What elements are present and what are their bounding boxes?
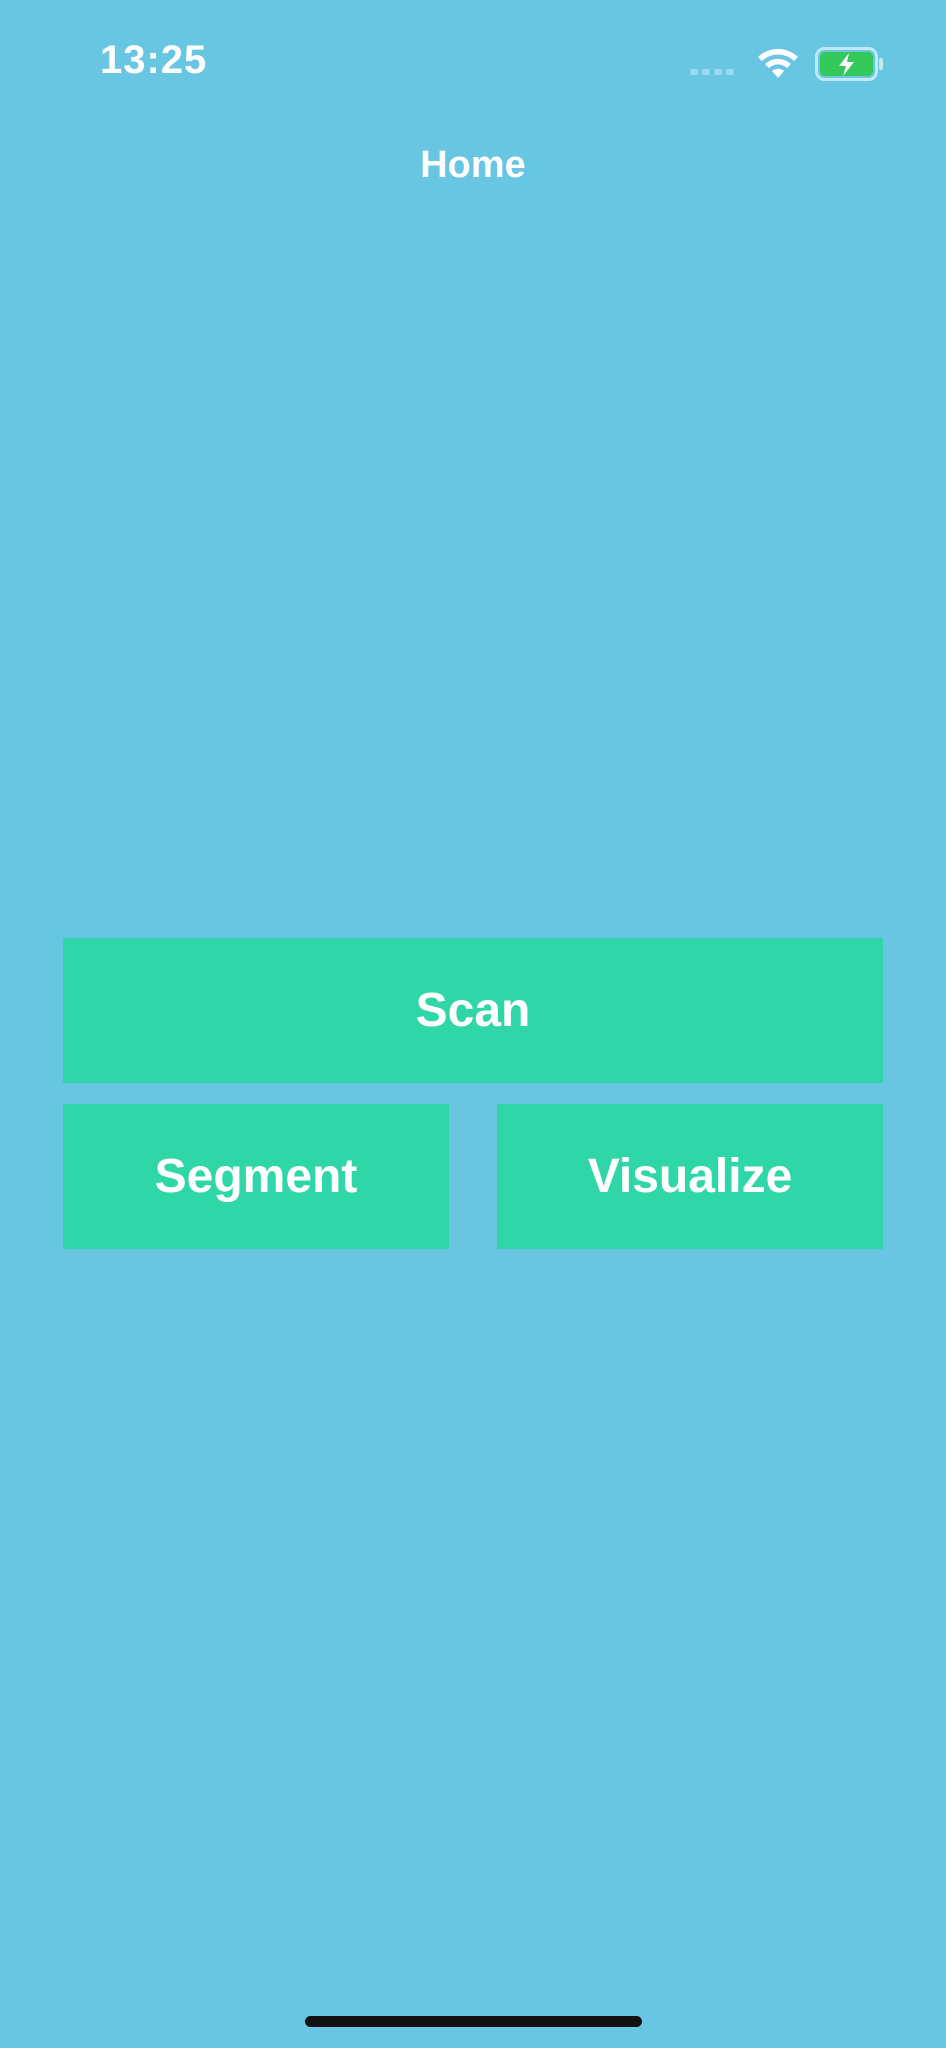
- home-indicator[interactable]: [305, 2016, 642, 2027]
- scan-button[interactable]: Scan: [63, 938, 883, 1083]
- status-bar-time: 13:25: [100, 38, 208, 82]
- battery-charging-icon: [815, 47, 883, 81]
- wifi-icon: [758, 49, 798, 78]
- segment-button[interactable]: Segment: [63, 1104, 449, 1249]
- page-title: Home: [420, 144, 526, 186]
- cellular-signal-icon: [690, 69, 734, 75]
- visualize-button[interactable]: Visualize: [497, 1104, 883, 1249]
